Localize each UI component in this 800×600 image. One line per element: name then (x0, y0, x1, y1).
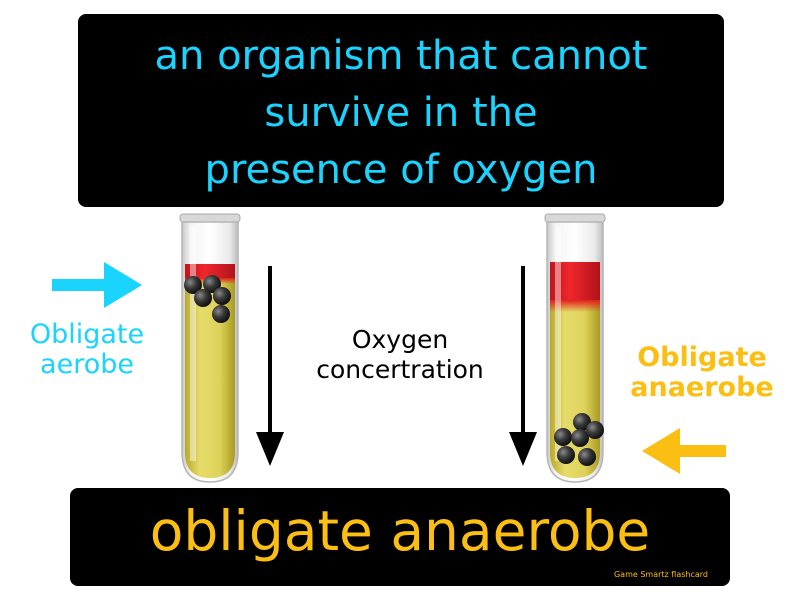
aerobe-pointer-arrow-icon (52, 262, 142, 308)
oxygen-arrow-left-icon (256, 266, 284, 466)
anaerobe-pointer-arrow-icon (642, 428, 726, 474)
oxygen-concentration-label: Oxygen concertration (280, 325, 520, 385)
obligate-aerobe-label-line-1: Obligate (29, 319, 145, 350)
obligate-anaerobe-label-line-1: Obligate (637, 342, 767, 373)
obligate-aerobe-label: Obligate aerobe (10, 320, 164, 380)
obligate-anaerobe-label: Obligate anaerobe (612, 343, 792, 403)
definition-banner: an organism that cannot survive in the p… (78, 14, 724, 207)
flashcard-credit: Game Smartz flashcard (613, 570, 708, 579)
obligate-anaerobe-label-line-2: anaerobe (630, 372, 774, 403)
definition-line-1: an organism that cannot (154, 33, 648, 79)
definition-line-3: presence of oxygen (204, 147, 598, 193)
aerobe-colony (184, 275, 231, 323)
term-title: obligate anaerobe (149, 499, 651, 563)
left-test-tube (179, 213, 241, 483)
definition-line-2: survive in the (264, 90, 538, 136)
anaerobe-colony (554, 413, 604, 466)
obligate-aerobe-label-line-2: aerobe (40, 349, 134, 380)
oxygen-label-line-1: Oxygen (351, 325, 449, 354)
term-banner: obligate anaerobe Game Smartz flashcard (70, 488, 730, 586)
right-test-tube (544, 213, 606, 483)
oxygen-arrow-right-icon (509, 266, 537, 466)
oxygen-label-line-2: concertration (316, 355, 484, 384)
